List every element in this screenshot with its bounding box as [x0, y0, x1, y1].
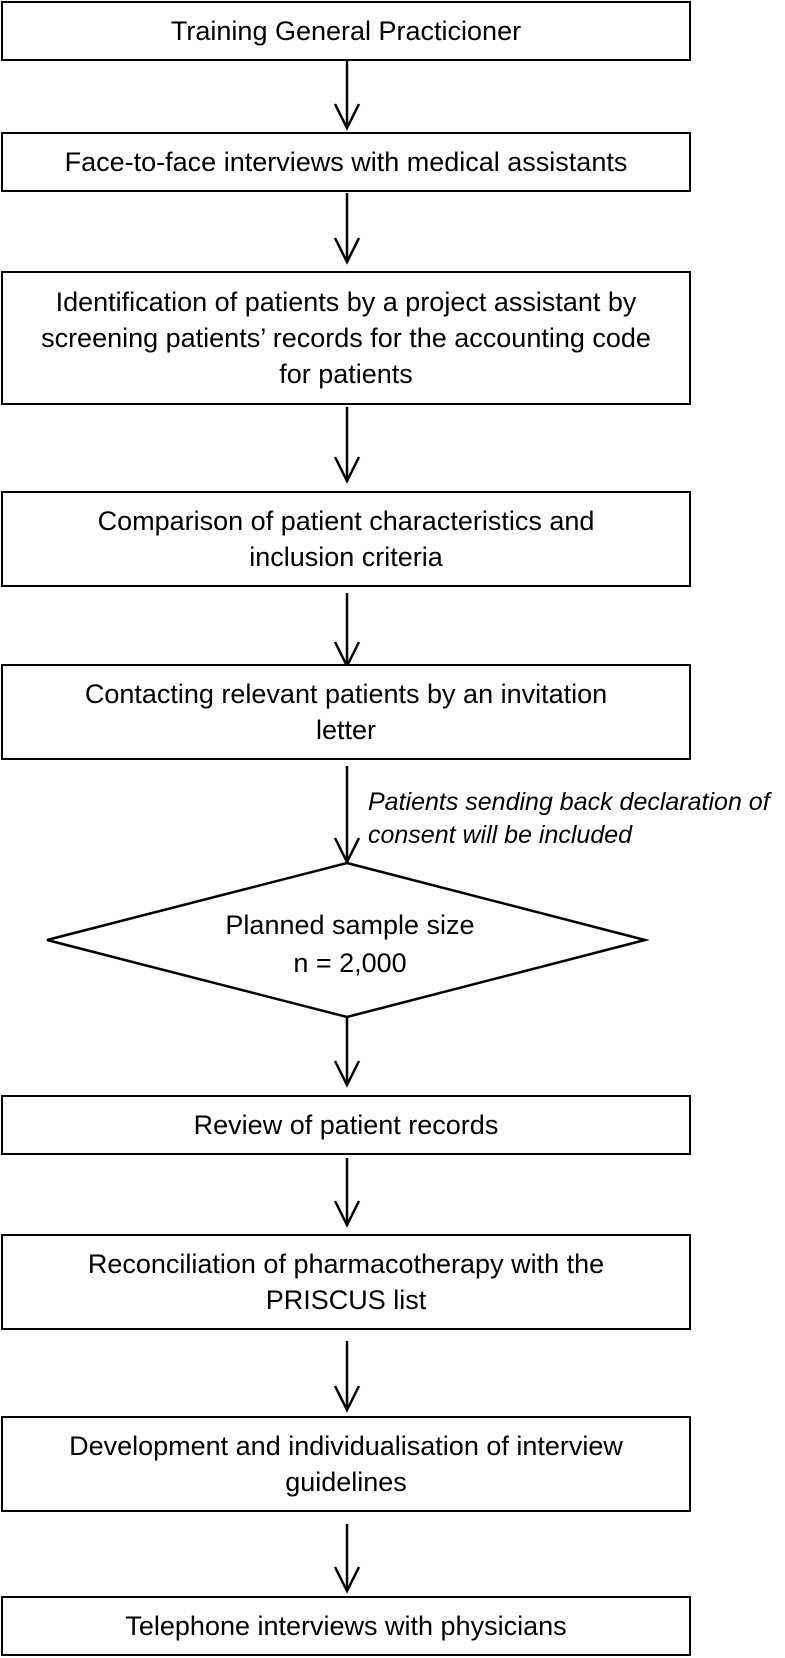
step-comparison-of-characteristics: Comparison of patient characteristics an…: [1, 491, 691, 587]
arrow-connector: [333, 1018, 361, 1088]
step-identification-of-patients: Identification of patients by a project …: [1, 271, 691, 405]
decision-line-1: Planned sample size: [225, 910, 475, 940]
arrow-connector: [333, 766, 361, 865]
decision-line-2: n = 2,000: [293, 948, 407, 978]
arrow-connector: [333, 193, 361, 265]
step-label: Review of patient records: [193, 1110, 499, 1140]
arrow-connector: [333, 593, 361, 669]
step-label: Training General Practicioner: [170, 16, 522, 46]
arrow-connector: [333, 61, 361, 131]
step-training-gp: Training General Practicioner: [1, 1, 691, 61]
step-contacting-patients: Contacting relevant patients by an invit…: [1, 664, 691, 760]
step-interview-guidelines: Development and individualisation of int…: [1, 1416, 691, 1512]
consent-annotation: Patients sending back declaration of con…: [368, 788, 770, 849]
step-reconciliation-priscus: Reconciliation of pharmacotherapy with t…: [1, 1234, 691, 1330]
step-label: Contacting relevant patients by an invit…: [84, 679, 608, 745]
arrow-connector: [333, 1158, 361, 1228]
arrow-connector: [333, 407, 361, 484]
decision-label: Planned sample size n = 2,000: [60, 906, 640, 982]
step-review-of-records: Review of patient records: [1, 1095, 691, 1155]
decision-diamond: [46, 861, 650, 1019]
step-label: Comparison of patient characteristics an…: [97, 506, 595, 572]
step-label: Reconciliation of pharmacotherapy with t…: [87, 1249, 605, 1315]
step-label: Telephone interviews with physicians: [125, 1611, 567, 1641]
step-telephone-interviews: Telephone interviews with physicians: [1, 1596, 691, 1656]
step-face-to-face-interviews: Face-to-face interviews with medical ass…: [1, 132, 691, 192]
step-label: Face-to-face interviews with medical ass…: [64, 147, 628, 177]
step-label: Development and individualisation of int…: [69, 1431, 623, 1497]
arrow-connector: [333, 1341, 361, 1413]
arrow-connector: [333, 1524, 361, 1594]
step-label: Identification of patients by a project …: [41, 287, 651, 389]
